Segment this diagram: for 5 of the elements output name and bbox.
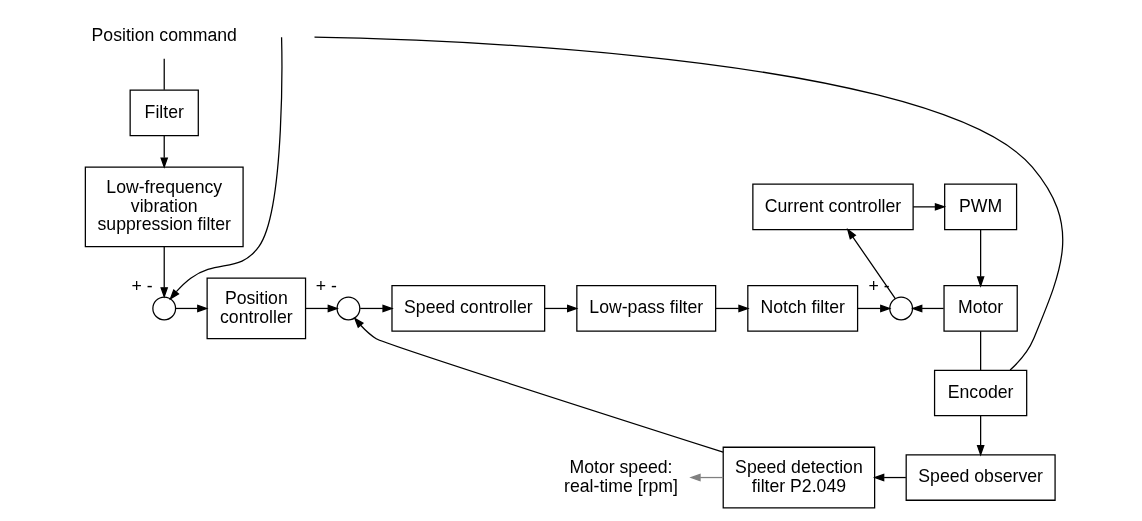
node-text: Position command bbox=[91, 24, 237, 45]
node-label: + - bbox=[868, 276, 890, 297]
node-label: + - bbox=[315, 276, 337, 297]
node-label: + - bbox=[131, 276, 153, 297]
node-text: Motor speed: real-time [rpm] bbox=[564, 456, 678, 496]
